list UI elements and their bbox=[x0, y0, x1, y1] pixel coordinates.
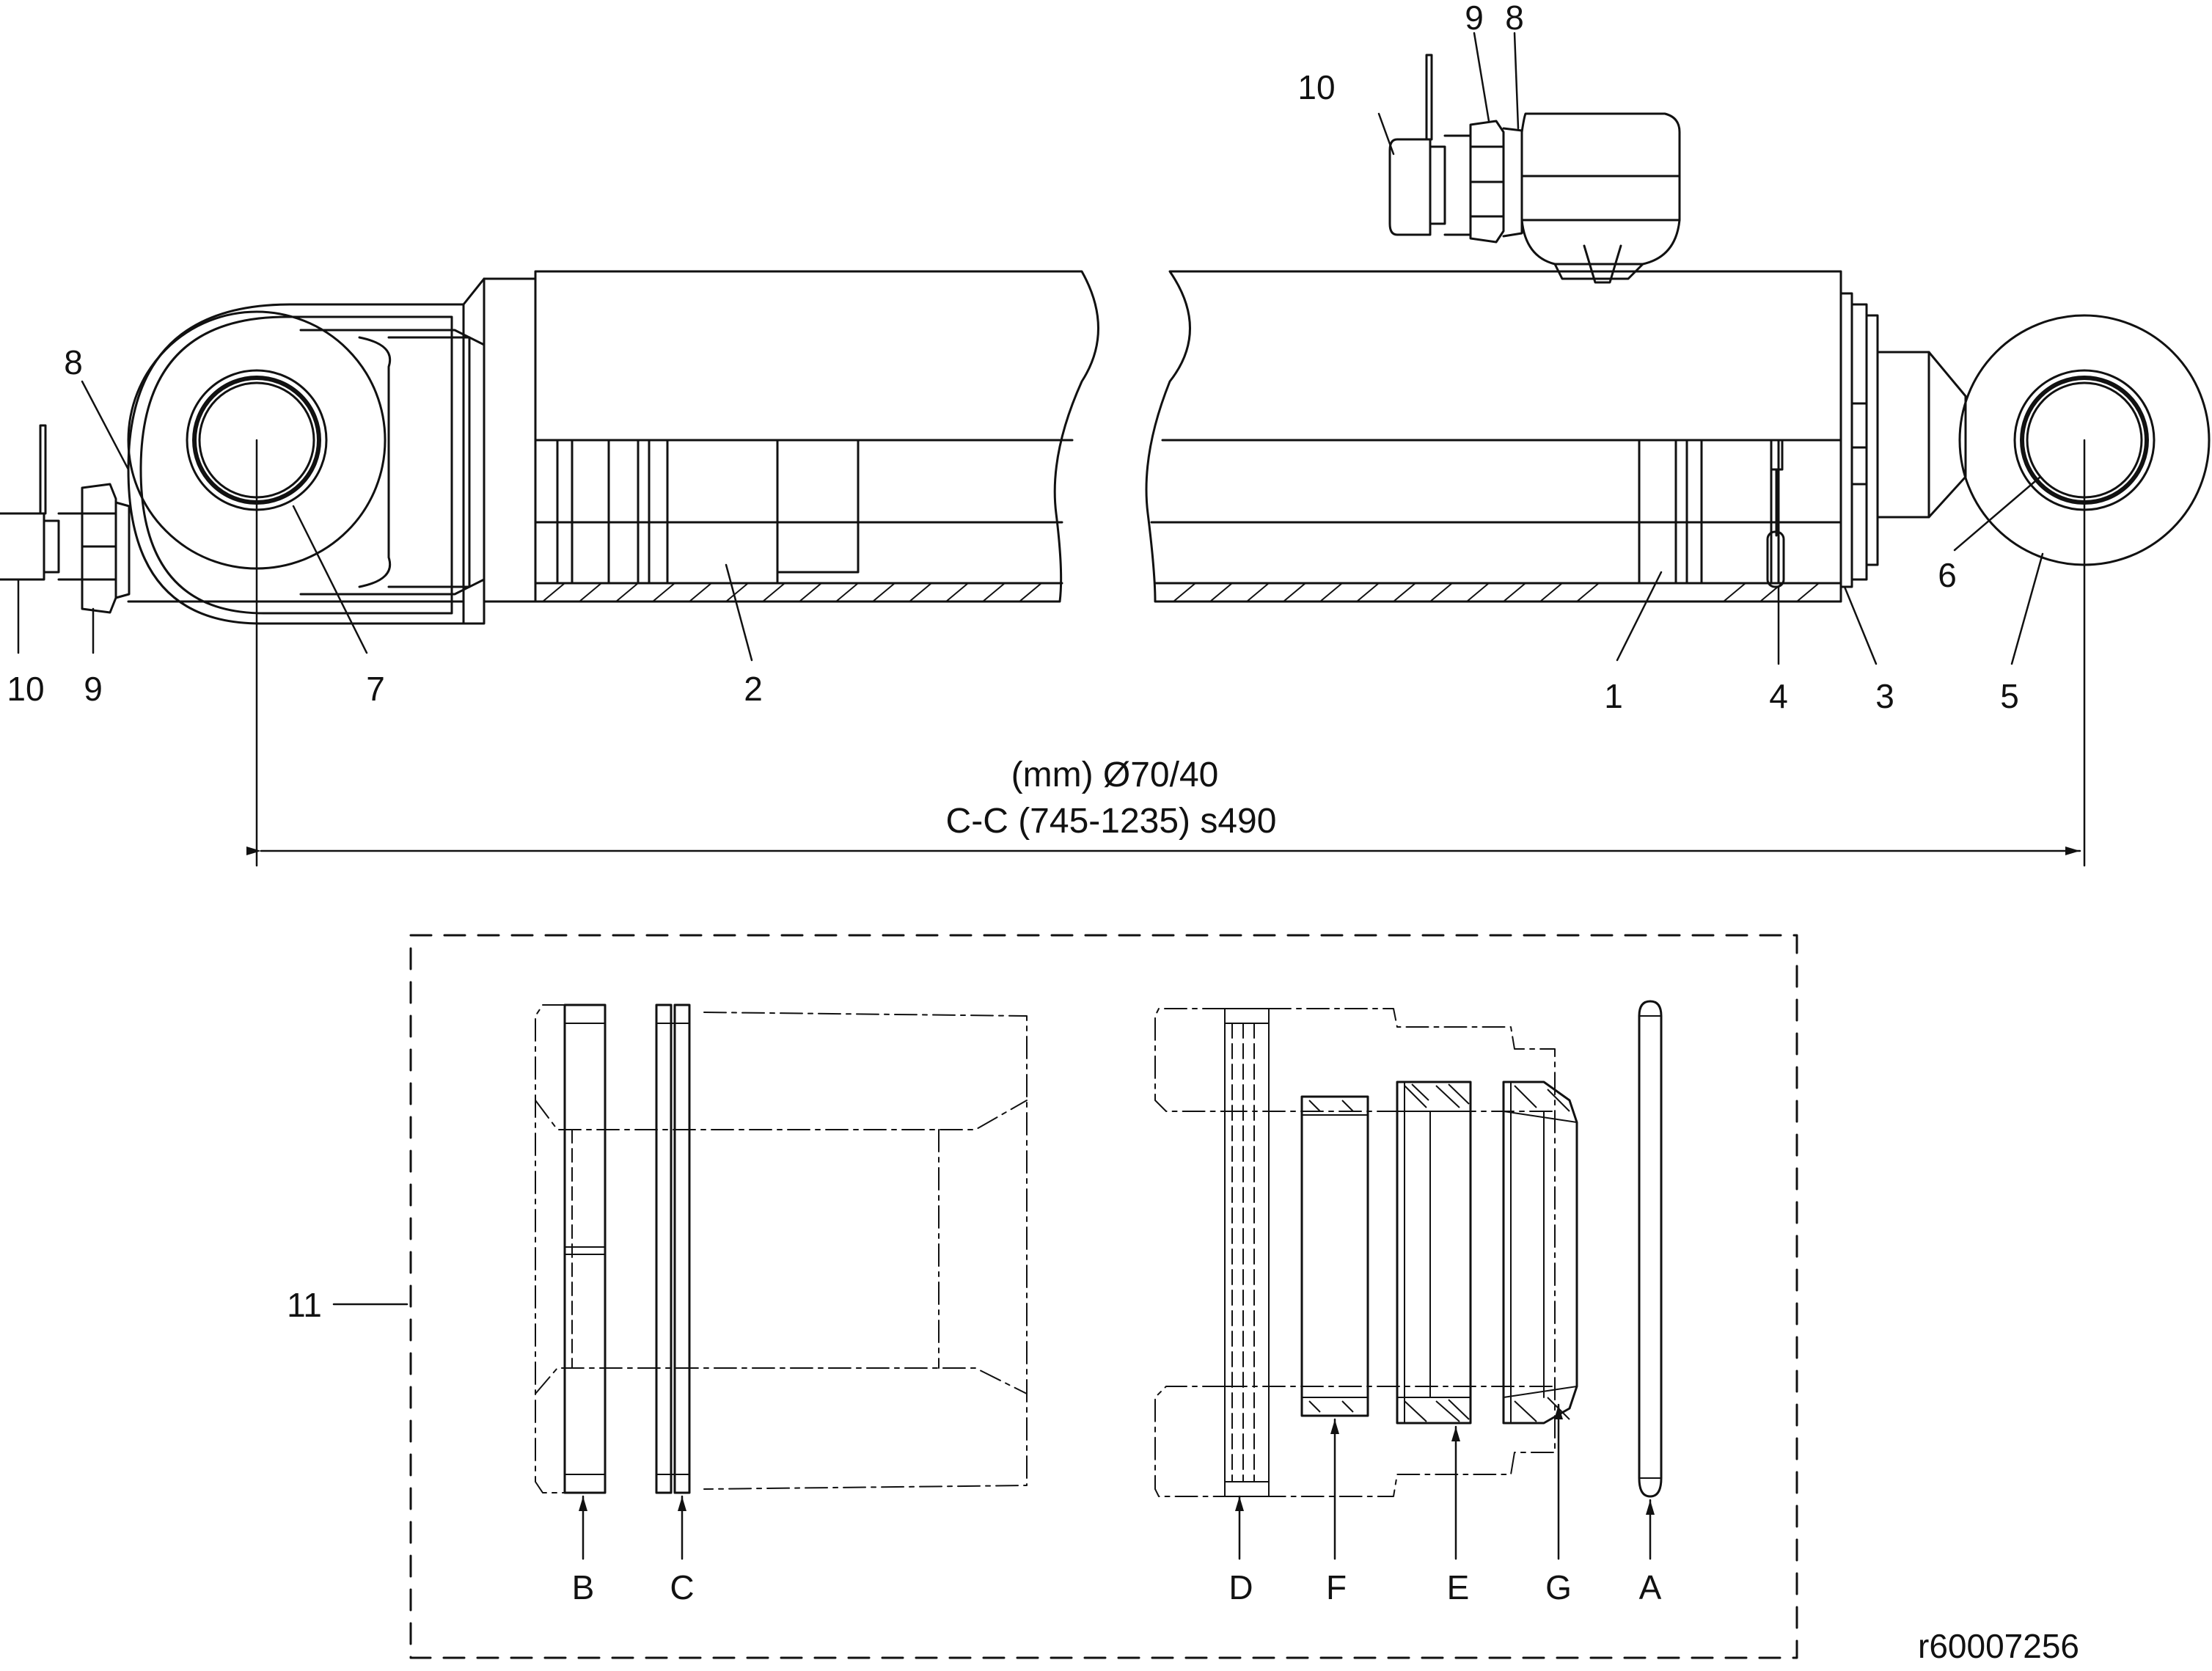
callout-2: 2 bbox=[744, 670, 763, 708]
label-B: B bbox=[572, 1568, 595, 1606]
seal-kit-arrows bbox=[579, 1403, 1655, 1560]
seal-C bbox=[655, 1003, 691, 1494]
callout-10-top: 10 bbox=[1297, 68, 1335, 106]
piston-phantom bbox=[535, 1004, 1028, 1493]
callout-1: 1 bbox=[1604, 677, 1623, 715]
label-F: F bbox=[1326, 1568, 1347, 1606]
seal-kit-labels: B C D F E G A bbox=[572, 1568, 1662, 1606]
callout-5: 5 bbox=[2000, 677, 2019, 715]
callout-4: 4 bbox=[1769, 677, 1788, 715]
seal-E bbox=[1396, 1081, 1472, 1425]
label-D: D bbox=[1228, 1568, 1253, 1606]
base-port-fitting bbox=[0, 424, 131, 614]
dimension-line-2: C-C (745-1235) s490 bbox=[946, 802, 1277, 841]
callout-9-top: 9 bbox=[1465, 0, 1484, 37]
cylinder-barrel-left bbox=[534, 270, 1099, 603]
callout-9-left: 9 bbox=[84, 670, 103, 708]
seal-B bbox=[563, 1003, 607, 1494]
seal-kit-boundary bbox=[409, 934, 1798, 1659]
top-port-block bbox=[1520, 112, 1681, 284]
callout-10-left: 10 bbox=[7, 670, 44, 708]
seal-A-oring bbox=[1638, 1000, 1663, 1498]
callout-6: 6 bbox=[1938, 556, 1957, 594]
label-C: C bbox=[670, 1568, 694, 1606]
seal-G bbox=[1502, 1081, 1578, 1425]
drawing-id: r60007256 bbox=[1918, 1627, 2079, 1665]
callout-8-left: 8 bbox=[64, 343, 83, 381]
barrel-hatch-right bbox=[1173, 582, 1820, 602]
cylinder-head-gland bbox=[1839, 292, 1879, 588]
callout-8-top: 8 bbox=[1505, 0, 1524, 37]
cylinder-barrel-right bbox=[1145, 270, 1842, 603]
piston-rod-end bbox=[1876, 351, 1967, 519]
gland-phantom bbox=[1154, 1008, 1556, 1497]
center-line-marks bbox=[255, 439, 2086, 867]
label-E: E bbox=[1447, 1568, 1470, 1606]
callout-7: 7 bbox=[366, 670, 385, 708]
label-A: A bbox=[1639, 1568, 1662, 1606]
callout-11: 11 bbox=[287, 1286, 322, 1324]
dimension-text: (mm) Ø70/40 C-C (745-1235) s490 bbox=[946, 756, 1277, 841]
seal-F bbox=[1300, 1095, 1369, 1417]
seal-D bbox=[1224, 1008, 1270, 1497]
callout-3: 3 bbox=[1875, 677, 1894, 715]
barrel-hatch-left bbox=[542, 582, 1042, 602]
label-G: G bbox=[1545, 1568, 1572, 1606]
leader-lines bbox=[17, 32, 2044, 665]
seal-hatching bbox=[1308, 1083, 1570, 1422]
retaining-pin bbox=[1766, 439, 1785, 588]
dimension-line-1: (mm) Ø70/40 bbox=[1011, 756, 1219, 794]
top-port-fitting bbox=[1388, 54, 1523, 244]
callout-labels: 10 9 8 7 2 1 4 3 5 6 10 9 8 11 bbox=[7, 0, 2018, 1324]
